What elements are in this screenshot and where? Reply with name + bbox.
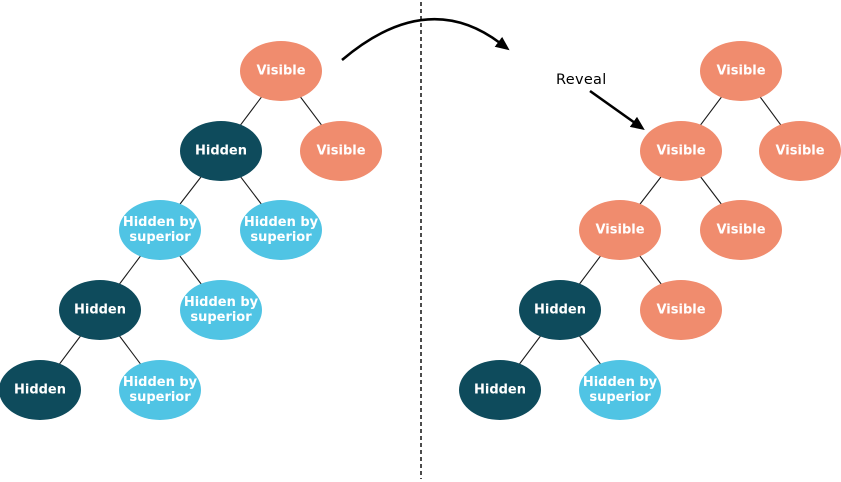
node-label: Visible — [595, 223, 644, 238]
node-label: Visible — [716, 223, 765, 238]
node-label-line: Visible — [595, 223, 644, 238]
node-label: Visible — [656, 303, 705, 318]
tree-node-hidden: Hidden — [59, 280, 141, 340]
tree-node-visible: Visible — [640, 121, 722, 181]
node-ellipse — [180, 280, 262, 340]
node-ellipse — [459, 360, 541, 420]
node-label-line: Visible — [316, 144, 365, 159]
node-label-line: Hidden by — [244, 215, 319, 230]
node-ellipse — [59, 280, 141, 340]
node-ellipse — [700, 200, 782, 260]
node-ellipse — [579, 200, 661, 260]
tree-node-hidden: Hidden — [459, 360, 541, 420]
node-label: Visible — [716, 64, 765, 79]
node-label: Visible — [256, 64, 305, 79]
tree-node-visible: Visible — [300, 121, 382, 181]
node-label: Visible — [775, 144, 824, 159]
node-label-line: Hidden — [195, 144, 247, 159]
node-label-line: Hidden — [474, 383, 526, 398]
node-label: Hidden — [195, 144, 247, 159]
node-ellipse — [240, 200, 322, 260]
node-label-line: Hidden by — [583, 375, 658, 390]
tree-node-hidden: Hidden — [0, 360, 81, 420]
tree-node-visible: Visible — [700, 200, 782, 260]
node-ellipse — [759, 121, 841, 181]
node-ellipse — [0, 360, 81, 420]
node-label: Hidden — [534, 303, 586, 318]
node-label-line: Visible — [256, 64, 305, 79]
node-label-line: Hidden by — [123, 215, 198, 230]
reveal-arrow — [589, 89, 645, 130]
tree-node-visible: Visible — [700, 41, 782, 101]
node-label-line: Visible — [716, 64, 765, 79]
node-ellipse — [119, 360, 201, 420]
node-label-line: Hidden by — [184, 295, 259, 310]
node-label-line: superior — [129, 230, 191, 245]
tree-node-visible: Visible — [640, 280, 722, 340]
node-ellipse — [700, 41, 782, 101]
node-label: Hidden — [474, 383, 526, 398]
tree-node-hidden: Hidden — [519, 280, 601, 340]
node-label-line: Visible — [716, 223, 765, 238]
node-ellipse — [579, 360, 661, 420]
reveal-label: Reveal — [556, 72, 607, 88]
node-ellipse — [640, 280, 722, 340]
tree-node-visible: Visible — [579, 200, 661, 260]
tree-node-visible: Visible — [240, 41, 322, 101]
node-ellipse — [519, 280, 601, 340]
node-label-line: Visible — [656, 303, 705, 318]
node-label: Visible — [316, 144, 365, 159]
node-label-line: Hidden — [14, 383, 66, 398]
tree-node-hidden: Hidden — [180, 121, 262, 181]
node-label-line: superior — [190, 310, 252, 325]
node-label: Hidden — [74, 303, 126, 318]
node-label-line: superior — [589, 390, 651, 405]
transform-arrow — [341, 17, 510, 61]
node-ellipse — [300, 121, 382, 181]
node-label-line: Hidden by — [123, 375, 198, 390]
node-ellipse — [119, 200, 201, 260]
node-ellipse — [640, 121, 722, 181]
node-label-line: Visible — [656, 144, 705, 159]
node-label-line: Visible — [775, 144, 824, 159]
node-label-line: superior — [250, 230, 312, 245]
node-label-line: Hidden — [74, 303, 126, 318]
node-label: Hidden — [14, 383, 66, 398]
node-ellipse — [240, 41, 322, 101]
tree-node-visible: Visible — [759, 121, 841, 181]
node-label-line: Hidden — [534, 303, 586, 318]
node-label: Visible — [656, 144, 705, 159]
node-label-line: superior — [129, 390, 191, 405]
node-ellipse — [180, 121, 262, 181]
